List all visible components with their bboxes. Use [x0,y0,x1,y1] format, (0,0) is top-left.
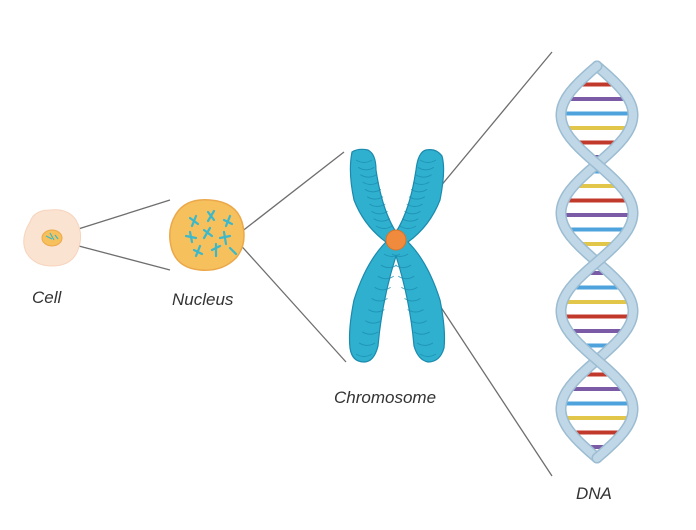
chromosome-coil [355,353,373,357]
chromosome-coil [410,320,427,324]
chromosome-coil [417,166,435,171]
chromosome-coil [364,188,382,193]
chromosome-coil [416,342,434,346]
chromosome-coil [419,353,437,357]
chromosome-coil [362,181,379,185]
chromosome-coil [371,298,388,302]
chromosome-coil [408,196,426,200]
chromosome-coil [410,188,428,193]
chromosome-coil [394,264,412,269]
chromosome-coil [419,159,437,163]
chromosome-coil [404,210,421,215]
cell-label: Cell [32,288,62,307]
dna-helix-icon [555,60,639,464]
chromosome-coil [365,320,382,324]
chromosome-icon [348,148,446,363]
chromosome-coil [406,203,423,207]
chromosome-coil [375,225,393,229]
chromosome-coil [413,181,430,185]
chromosome-coil [413,331,431,335]
chromosome-coil [360,174,377,178]
nucleus-icon [169,199,245,271]
chromosome-coil [371,210,388,215]
chromosome-coil [383,253,401,257]
chromosome-coil [404,298,421,302]
nucleus-label: Nucleus [172,290,234,309]
chromosome-coil [399,225,417,229]
chromosome-coil [358,342,376,346]
chromosome-coil [377,275,395,280]
dna-backbone [555,60,639,464]
chromosome-coil [373,218,391,222]
zoom-line-nucleus-bottom [235,239,347,363]
dna-strand-b [557,62,637,462]
chromosome-coil [415,174,432,178]
chromosome-coil [374,286,391,291]
dna-label: DNA [576,484,612,503]
chromosome-coil [401,286,418,291]
chromosome-coil [357,166,375,171]
chromosome-label: Chromosome [334,388,437,407]
chromosome-coil [368,309,385,313]
cell-icon [23,209,82,267]
chromosome-coil [391,253,409,257]
chromosome-coil [407,309,424,313]
zoom-line-nucleus-top [235,151,345,237]
chromosome-coil [397,275,415,280]
chromosome-coil [361,331,379,335]
chromosome-coil [366,196,384,200]
centromere [385,229,407,251]
zoom-lines [55,51,553,477]
chromosome-coil [355,159,373,163]
chromosome-coil [369,203,386,207]
chromosome-coil [401,218,419,222]
